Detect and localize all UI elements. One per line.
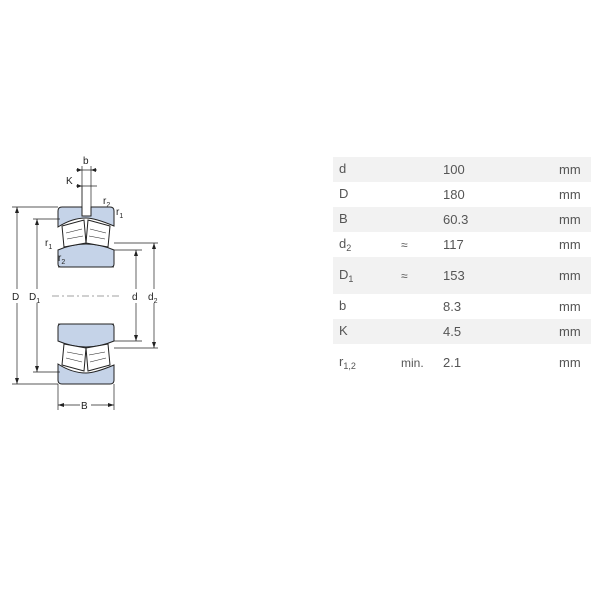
row-value: 100 [443, 157, 559, 182]
table-row: r1,2 min. 2.1 mm [333, 344, 591, 381]
upper-inner-ring [57, 243, 115, 268]
row-unit: mm [559, 299, 581, 314]
lower-outer-ring [57, 363, 115, 385]
table-row: d 100 mm [333, 157, 591, 182]
row-qualifier: ≈ [401, 237, 408, 252]
K-label: K [66, 176, 73, 187]
table-row: D 180 mm [333, 182, 591, 207]
row-unit: mm [559, 319, 591, 344]
B-label: B [81, 401, 88, 412]
row-symbol: D1 [333, 257, 401, 294]
D1-arrow-bottom [35, 366, 39, 372]
B-label-bg [80, 399, 91, 411]
d2-label: d2 [148, 292, 158, 305]
b-arrow-left [77, 168, 82, 172]
row-qualifier [401, 319, 443, 344]
b-arrow-right [91, 168, 96, 172]
row-value: 8.3 [443, 299, 462, 314]
table-row: d2 ≈ 117 mm [333, 232, 591, 257]
row-value: 2.1 [443, 355, 462, 370]
K-arrow [77, 184, 82, 188]
table-row: D1 ≈ 153 mm [333, 257, 591, 294]
d-arrow-top [134, 250, 138, 256]
row-value: 153 [443, 257, 559, 294]
row-qualifier: ≈ [401, 257, 443, 294]
r2-side-label: r2 [58, 253, 65, 266]
dimensions-table: d 100 mm D 180 mm B 60.3 mm d2 ≈ 117 mm … [333, 157, 591, 381]
lower-roller-right [85, 343, 111, 372]
D1-label: D1 [29, 292, 40, 305]
upper-roller-left [61, 219, 87, 248]
row-qualifier: min. [401, 355, 424, 370]
row-symbol: b [339, 298, 347, 313]
lower-roller-hatch [65, 357, 83, 363]
row-symbol: d2 [339, 236, 352, 253]
upper-section [57, 206, 115, 268]
d-label: d [132, 292, 138, 303]
d2-arrow-top [152, 243, 156, 249]
lower-inner-ring [57, 323, 115, 348]
row-symbol: K [333, 319, 401, 344]
row-symbol: d [333, 157, 401, 182]
upper-roller-hatch [66, 235, 84, 240]
d2-label-bg [146, 289, 162, 303]
row-qualifier [401, 182, 443, 207]
row-unit: mm [559, 187, 581, 202]
D-arrow-top [15, 207, 19, 213]
D-label: D [12, 292, 19, 303]
upper-outer-ring [57, 206, 115, 228]
table-row: K 4.5 mm [333, 319, 591, 344]
B-arrow-left [58, 403, 64, 407]
row-symbol: B [333, 207, 401, 232]
table-row: B 60.3 mm [333, 207, 591, 232]
d2-arrow-bottom [152, 342, 156, 348]
row-value: 117 [443, 237, 464, 252]
D1-label-bg [28, 289, 46, 303]
d-arrow-bottom [134, 335, 138, 341]
D-arrow-bottom [15, 378, 19, 384]
lower-roller-hatch [89, 357, 107, 363]
row-unit: mm [559, 207, 591, 232]
table-row: b 8.3 mm [333, 294, 591, 319]
d-label-bg [130, 289, 142, 303]
D-label-bg [10, 289, 24, 303]
row-symbol: r1,2 [339, 354, 356, 371]
r2-top-label: r2 [103, 196, 110, 209]
lower-roller-hatch [88, 351, 106, 356]
row-value: 4.5 [443, 319, 559, 344]
upper-roller-hatch [65, 228, 83, 234]
B-arrow-right [108, 403, 114, 407]
lower-roller-hatch [66, 351, 84, 356]
upper-roller-right [85, 219, 111, 248]
r1-top-label: r1 [116, 207, 123, 220]
lower-roller-left [61, 343, 87, 372]
row-qualifier [401, 294, 443, 319]
upper-roller-hatch [88, 235, 106, 240]
row-value: 60.3 [443, 207, 559, 232]
D1-arrow-top [35, 219, 39, 225]
row-unit: mm [559, 237, 581, 252]
lower-section [57, 323, 115, 385]
row-unit: mm [559, 157, 591, 182]
upper-roller-hatch [89, 228, 107, 234]
row-value: 180 [443, 187, 465, 202]
row-qualifier [401, 157, 443, 182]
row-symbol: D [339, 186, 349, 201]
row-unit: mm [559, 257, 591, 294]
row-unit: mm [559, 355, 581, 370]
b-label: b [83, 156, 89, 167]
row-qualifier [401, 207, 443, 232]
r1-side-label: r1 [45, 238, 52, 251]
